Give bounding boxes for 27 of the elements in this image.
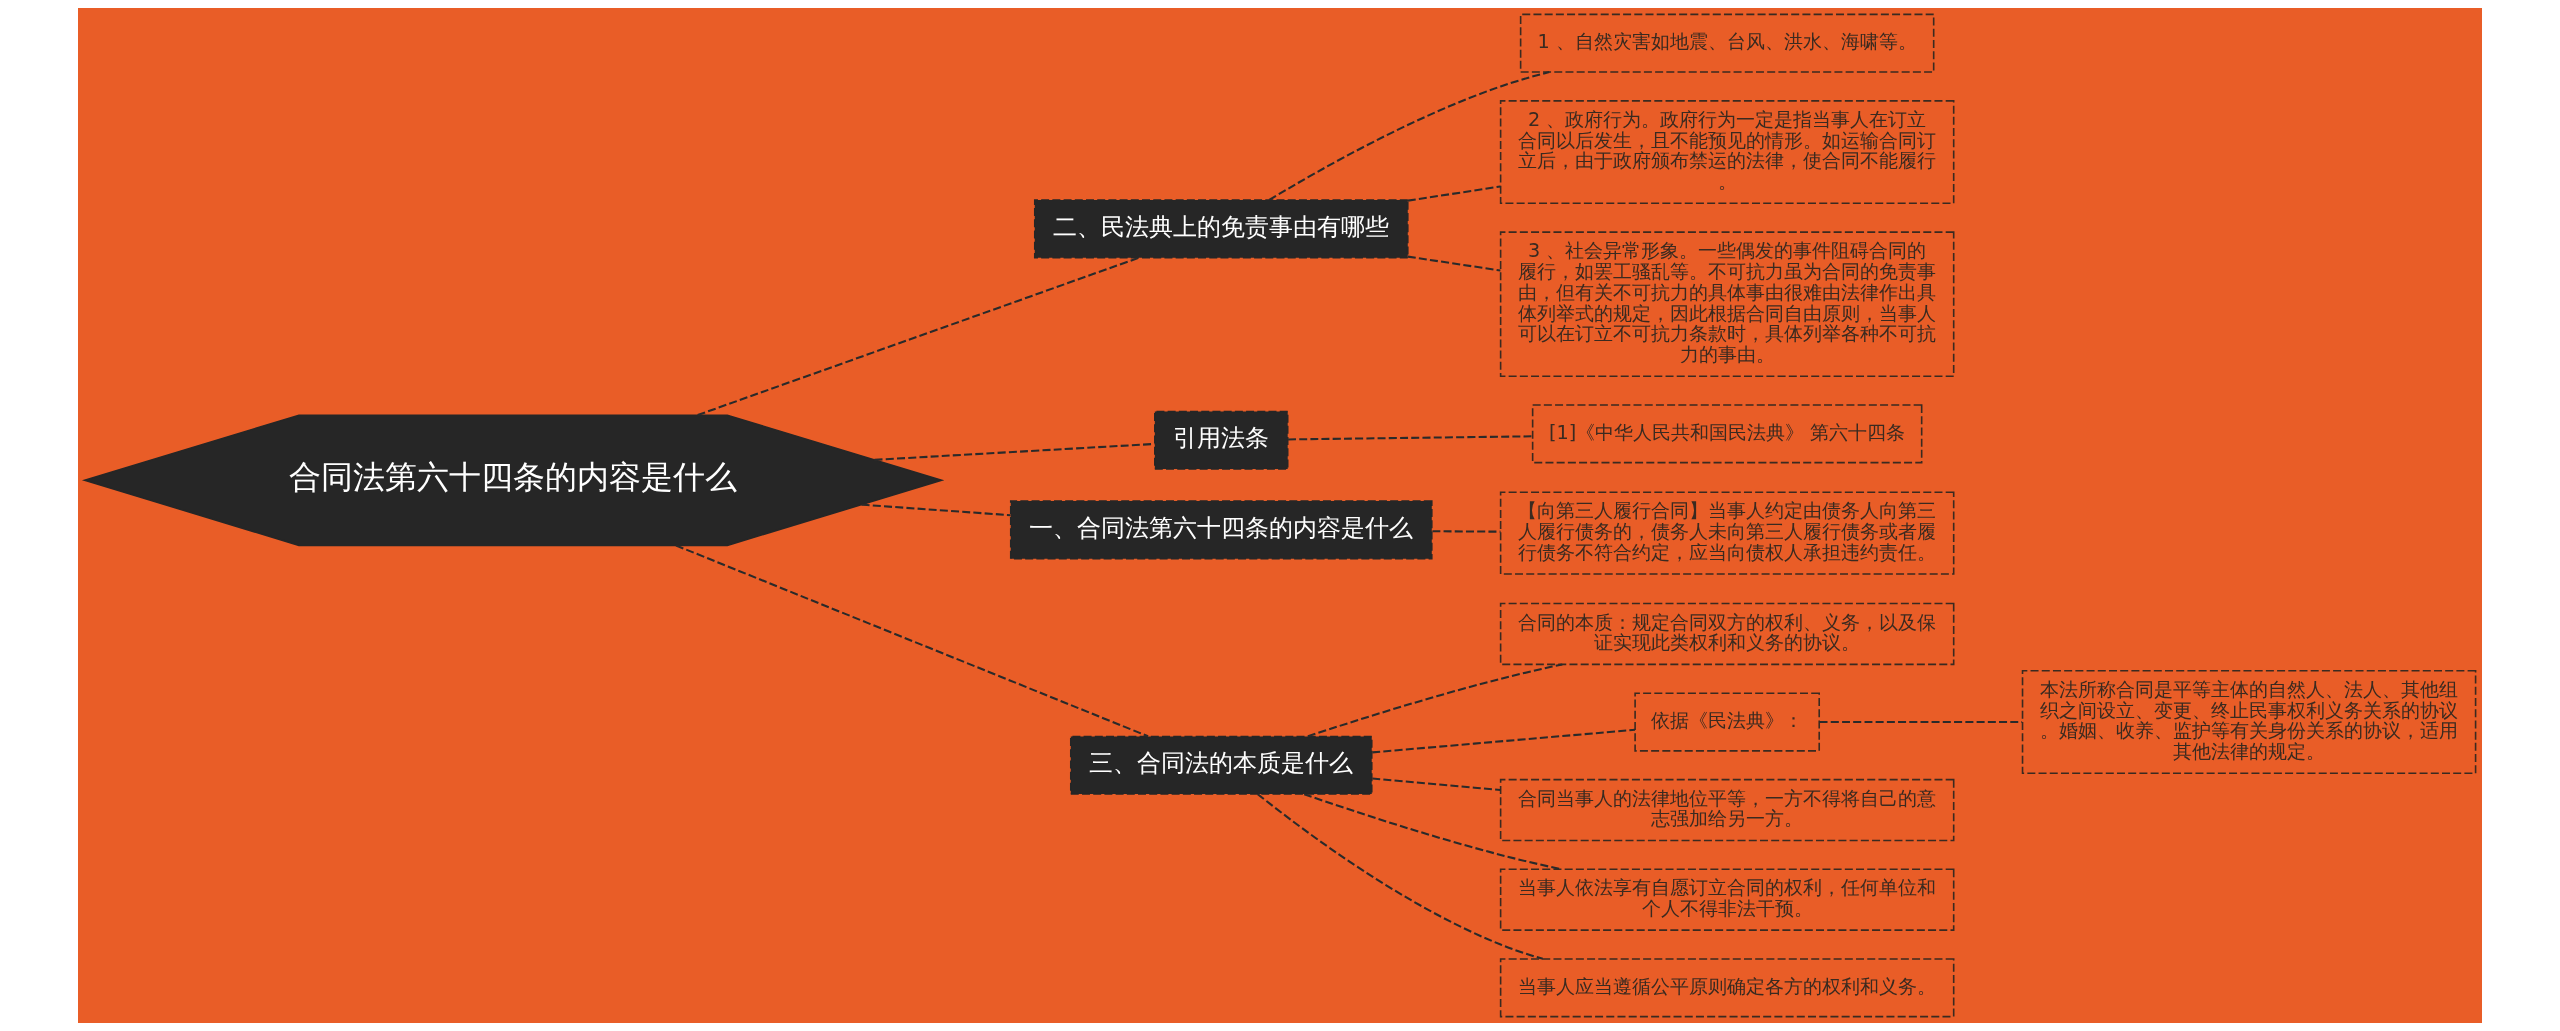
node-box: 当事人应当遵循公平原则确定各方的权利和义务。 (1499, 958, 1955, 1018)
node-box: 2 、政府行为。政府行为一定是指当事人在订立合同以后发生，且不能预见的情形。如运输合同订立后，由于政府颁布禁运的法律，使合同不能履行。 (1499, 100, 1955, 205)
connector (1268, 71, 1550, 201)
connector (1819, 721, 2023, 724)
node-box: 当事人依法享有自愿订立合同的权利，任何单位和个人不得非法干预。 (1499, 868, 1955, 931)
connector (1407, 185, 1501, 202)
node-box: 一、合同法第六十四条的内容是什么 (1009, 500, 1433, 560)
connector (1407, 255, 1501, 272)
connector (1307, 663, 1563, 738)
node-box: 本法所称合同是平等主体的自然人、法人、其他组织之间设立、变更、终止民事权利义务关系的协议。婚姻、收养、监护等有关身份关系的协议，适用其他法律的规定。 (2021, 670, 2477, 775)
connector (861, 503, 1011, 517)
connector (1432, 530, 1501, 533)
node-box: 合同当事人的法律地位平等，一方不得将自己的意志强加给另一方。 (1499, 778, 1955, 842)
node-box: 1 、自然灾害如地震、台风、洪水、海啸等。 (1519, 13, 1935, 73)
node-box: 二、民法典上的免责事由有哪些 (1033, 199, 1409, 259)
node-box: 【向第三人履行合同】当事人约定由债务人向第三人履行债务的，债务人未向第三人履行债务或者履行债务不符合约定，应当向债权人承担违约责任。 (1499, 491, 1955, 575)
node-box: 三、合同法的本质是什么 (1069, 735, 1373, 795)
connector (697, 256, 1140, 417)
connector (1372, 777, 1501, 792)
node-box: 3 、社会异常形象。一些偶发的事件阻碍合同的履行，如罢工骚乱等。不可抗力虽为合同的免责事由，但有关不可抗力的具体事由很难由法律作出具体列举式的规定，因此根据合同自由原则，当事人可以在订立不可抗力条款时，具体列举各种不可抗力的事由。 (1499, 231, 1955, 378)
connector (1288, 435, 1533, 441)
node-box: 依据《民法典》： (1634, 692, 1820, 752)
connector (675, 544, 1149, 738)
node-box: [1]《中华人民共和国民法典》 第六十四条 (1531, 404, 1923, 464)
node-box: 合同的本质：规定合同双方的权利、义务，以及保证实现此类权利和义务的协议。 (1499, 602, 1955, 666)
node-box: 引用法条 (1154, 410, 1289, 470)
connector (1372, 728, 1636, 754)
